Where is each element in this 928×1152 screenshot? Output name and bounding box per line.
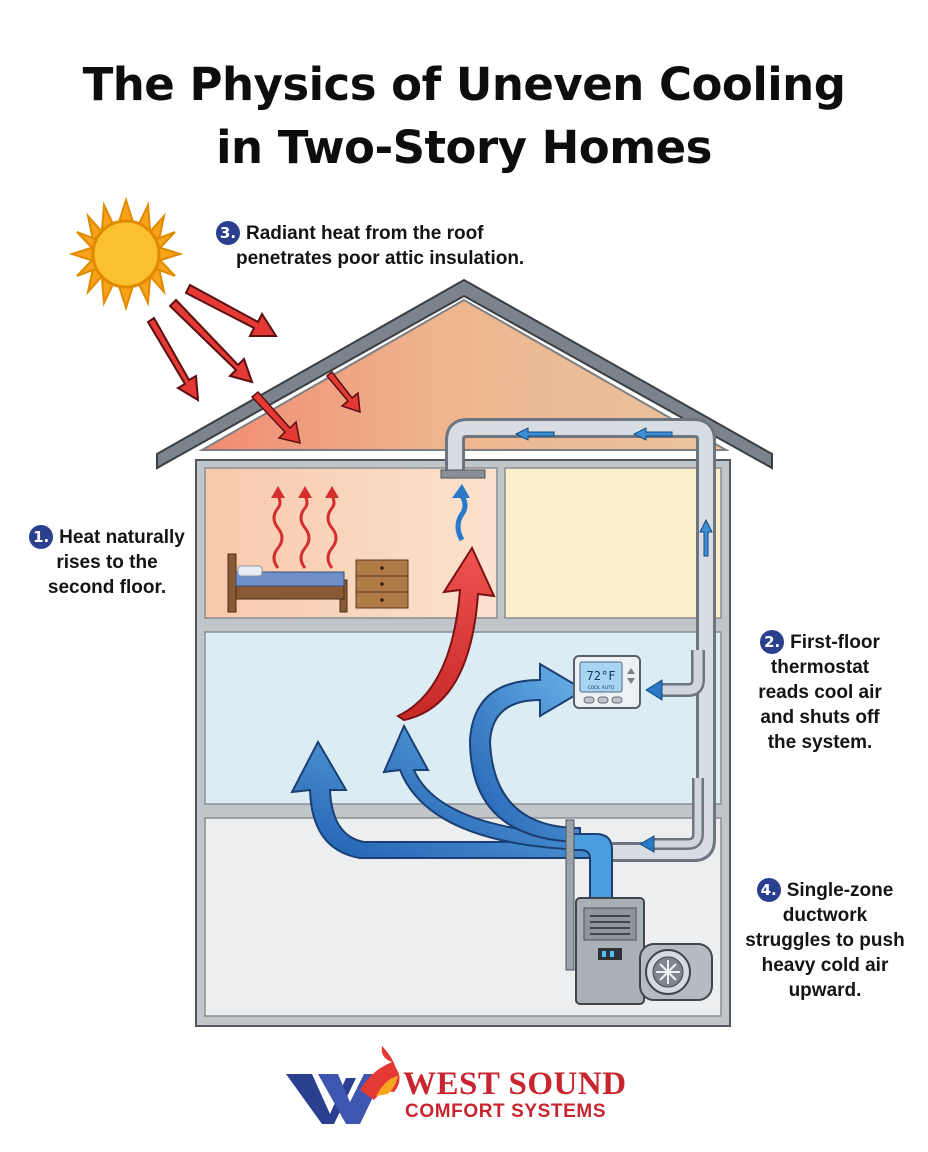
callout-4-text-1: Single-zone (786, 880, 894, 901)
furnace-icon (565, 819, 645, 1005)
callout-4-line-1: 4.Single-zone (730, 878, 920, 903)
logo-tagline: COMFORT SYSTEMS (405, 1101, 607, 1122)
callout-4-text-5: upward. (788, 980, 862, 1001)
rising-heat-waves (271, 486, 339, 569)
heat-rising-arrow (395, 545, 496, 722)
callout-2-thermostat: 2.First-floor thermostat reads cool air … (735, 630, 905, 755)
callout-1-text-1: Heat naturally (59, 527, 185, 548)
bed-icon (227, 553, 348, 613)
ductwork (440, 418, 716, 862)
title-line-2: in Two-Story Homes (216, 121, 712, 174)
register-cool-arrow (452, 484, 470, 542)
title-line-1: The Physics of Uneven Cooling (82, 58, 846, 111)
callout-1-heat-rises: 1.Heat naturally rises to the second flo… (12, 525, 202, 600)
callout-2-text-5: the system. (767, 732, 873, 753)
callout-4-text-3: struggles to push (745, 930, 905, 951)
callout-4-badge: 4. (756, 878, 781, 902)
callout-1-text-3: second floor. (47, 577, 167, 598)
callout-2-text-3: reads cool air (758, 682, 882, 703)
thermostat-reading: 72°F (587, 669, 616, 683)
callout-2-text-2: thermostat (770, 657, 870, 678)
callout-2-badge: 2. (760, 630, 785, 654)
callout-2-text-1: First-floor (790, 632, 880, 653)
callout-3-text-2: penetrates poor attic insulation. (236, 248, 525, 269)
sun-icon (68, 196, 184, 312)
callout-2-text-4: and shuts off (760, 707, 880, 728)
callout-3-radiant-heat: 3. Radiant heat from the roof penetrates … (216, 221, 596, 271)
callout-4-text-4: heavy cold air (761, 955, 889, 976)
sun-heat-arrows (146, 283, 278, 402)
dresser-icon (355, 559, 409, 609)
house-walls (195, 459, 731, 1027)
callout-3-text-1: Radiant heat from the roof (246, 223, 484, 244)
callout-2-line-1: 2.First-floor (735, 630, 905, 655)
callout-1-line-1: 1.Heat naturally (12, 525, 202, 550)
logo-name: WEST SOUND (403, 1066, 627, 1102)
callout-4-ductwork: 4.Single-zone ductwork struggles to push… (730, 878, 920, 1003)
thermostat-icon: 72°F COOL AUTO (573, 655, 641, 709)
blower-icon (639, 943, 713, 1001)
callout-1-badge: 1. (29, 525, 54, 549)
thermostat-mode: COOL AUTO (588, 685, 615, 691)
callout-1-text-2: rises to the (56, 552, 158, 573)
callout-3-line-1: 3. Radiant heat from the roof (216, 221, 596, 246)
callout-4-text-2: ductwork (782, 905, 868, 926)
logo-icon (286, 1046, 400, 1124)
callout-3-badge: 3. (216, 221, 240, 245)
